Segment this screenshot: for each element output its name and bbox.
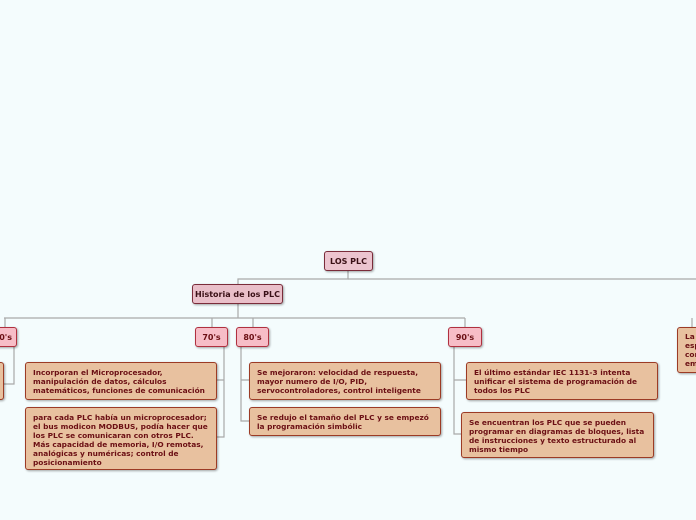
note-90s-2-text: Se encuentran los PLC que se pueden prog… (469, 418, 645, 454)
right-branch-line-1: La (685, 332, 695, 341)
link-root-main (237, 271, 349, 284)
decade-90s-node[interactable]: 90's (448, 327, 482, 347)
note-70s-1-text: Incorporan el Microprocesador, manipulac… (33, 368, 205, 395)
link-70s-notes (217, 347, 225, 438)
note-90s-2[interactable]: Se encuentran los PLC que se pueden prog… (461, 412, 654, 458)
note-80s-2-text: Se redujo el tamaño del PLC y se empezó … (257, 413, 429, 431)
right-branch-node[interactable]: La esp con em (677, 327, 696, 373)
decade-80s-label: 80's (243, 332, 262, 342)
note-60s-cutoff[interactable] (0, 362, 4, 400)
decade-80s-node[interactable]: 80's (236, 327, 269, 347)
decade-70s-label: 70's (202, 332, 221, 342)
decade-70s-node[interactable]: 70's (195, 327, 228, 347)
right-branch-line-4: em (685, 359, 696, 368)
decade-60s-label: 60's (0, 332, 12, 342)
note-80s-2[interactable]: Se redujo el tamaño del PLC y se empezó … (249, 407, 441, 436)
link-90s-notes (453, 347, 466, 435)
root-label: LOS PLC (330, 256, 367, 266)
note-70s-2[interactable]: para cada PLC había un microprocesador; … (25, 407, 217, 470)
note-90s-1-text: El último estándar IEC 1131-3 intenta un… (474, 368, 638, 395)
note-90s-1[interactable]: El último estándar IEC 1131-3 intenta un… (466, 362, 658, 400)
note-80s-1[interactable]: Se mejoraron: velocidad de respuesta, ma… (249, 362, 441, 400)
root-node[interactable]: LOS PLC (324, 251, 373, 271)
history-node[interactable]: Historia de los PLC (192, 284, 283, 304)
right-branch-line-3: con (685, 350, 696, 359)
link-80s-notes (240, 347, 249, 422)
note-70s-2-text: para cada PLC había un microprocesador; … (33, 413, 208, 467)
note-70s-1[interactable]: Incorporan el Microprocesador, manipulac… (25, 362, 217, 400)
note-80s-1-text: Se mejoraron: velocidad de respuesta, ma… (257, 368, 421, 395)
link-60s-notes (4, 347, 15, 385)
right-branch-line-2: esp (685, 341, 696, 350)
link-main-decades (4, 304, 466, 327)
decade-90s-label: 90's (455, 332, 475, 342)
decade-60s-node[interactable]: 60's (0, 327, 17, 347)
history-label: Historia de los PLC (195, 289, 280, 299)
